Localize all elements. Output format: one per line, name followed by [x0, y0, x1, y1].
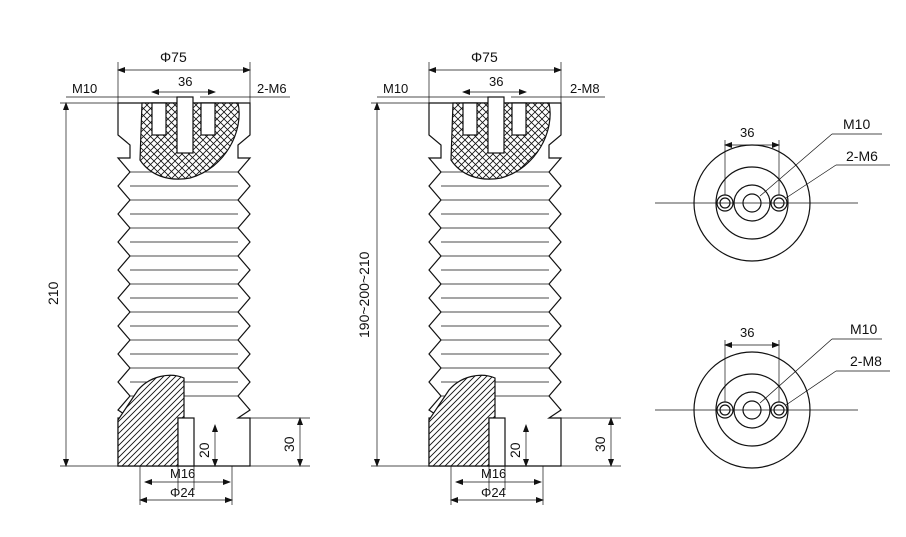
left-dia-top-label: Φ75 — [160, 49, 187, 65]
left-bottom-dia-label: Φ24 — [170, 485, 195, 500]
middle-dia-top-label: Φ75 — [471, 49, 498, 65]
middle-dimensions: Φ75 36 M10 2-M8 190~200~210 30 20 M16 Φ2… — [356, 49, 621, 505]
left-top-thread-label: M10 — [72, 81, 97, 96]
top-upper-center-thread-label: M10 — [843, 116, 870, 132]
top-upper-spacing-label: 36 — [740, 125, 754, 140]
middle-bottom-thread-label: M16 — [481, 466, 506, 481]
middle-bottom-bore — [488, 417, 506, 467]
middle-top-hole-right — [511, 102, 527, 136]
top-upper-side-thread-label: 2-M6 — [846, 148, 878, 164]
middle-insulator — [427, 96, 563, 467]
middle-top-hole-center — [487, 96, 505, 154]
left-base-height-label: 30 — [281, 436, 297, 452]
middle-top-thread-label: M10 — [383, 81, 408, 96]
middle-height-label: 190~200~210 — [356, 251, 372, 338]
left-bottom-bore — [177, 417, 195, 467]
top-lower-center-thread-label: M10 — [850, 321, 877, 337]
middle-top-hole-left — [462, 102, 478, 136]
left-hole-spacing-label: 36 — [178, 74, 192, 89]
left-top-hole-left — [151, 102, 167, 136]
top-view-lower: 36 M10 2-M8 — [655, 321, 890, 469]
left-side-thread-label: 2-M6 — [257, 81, 287, 96]
middle-bottom-insert — [428, 374, 496, 467]
middle-insert-depth-label: 20 — [507, 442, 523, 458]
middle-hole-spacing-label: 36 — [489, 74, 503, 89]
left-top-hole-center — [176, 96, 194, 154]
top-view-upper: 36 M10 2-M6 — [655, 116, 890, 262]
left-insert-depth-label: 20 — [196, 442, 212, 458]
left-bottom-insert — [117, 374, 185, 467]
middle-side-thread-label: 2-M8 — [570, 81, 600, 96]
left-insulator — [116, 96, 252, 467]
left-shed-lines — [130, 171, 238, 397]
middle-shed-lines — [441, 171, 549, 397]
left-dimensions: Φ75 36 M10 2-M6 210 30 20 M16 Φ24 — [45, 49, 310, 505]
middle-bottom-dia-label: Φ24 — [481, 485, 506, 500]
top-lower-side-thread-label: 2-M8 — [850, 353, 882, 369]
left-bottom-thread-label: M16 — [170, 466, 195, 481]
top-lower-spacing-label: 36 — [740, 325, 754, 340]
left-height-label: 210 — [45, 281, 61, 305]
middle-base-height-label: 30 — [592, 436, 608, 452]
left-top-hole-right — [200, 102, 216, 136]
